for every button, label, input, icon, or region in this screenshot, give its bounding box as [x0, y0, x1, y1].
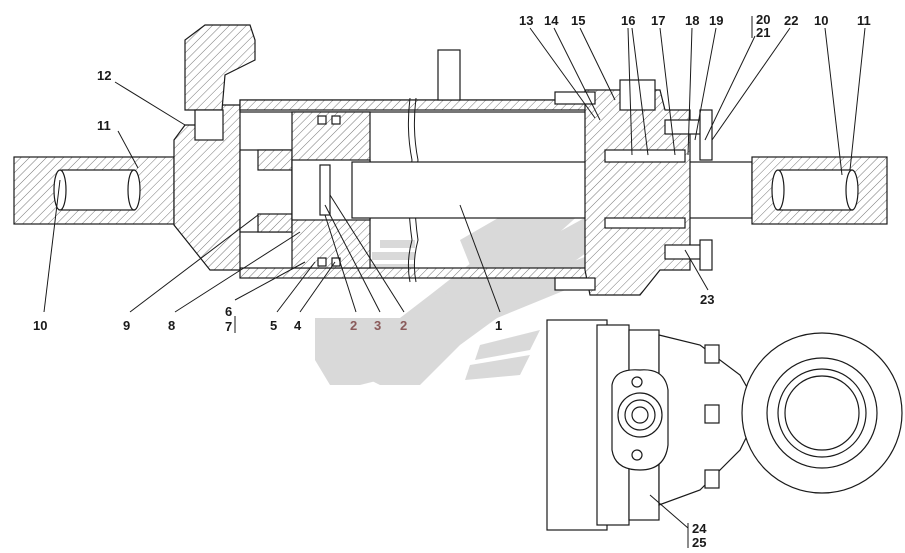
callout-12: 12	[97, 68, 111, 83]
callout-7: 7	[225, 319, 232, 334]
callout-18: 18	[685, 13, 699, 28]
callout-24: 24	[692, 521, 707, 536]
callout-3: 3	[374, 318, 381, 333]
tube-lug	[437, 49, 461, 101]
callout-11-left: 11	[97, 118, 111, 133]
cylinder-assembly	[13, 24, 888, 296]
callout-19: 19	[709, 13, 723, 28]
callout-20: 20	[756, 12, 770, 27]
tube-bottom-wall	[239, 267, 611, 279]
callout-14: 14	[544, 13, 559, 28]
callout-2-first: 2	[350, 318, 357, 333]
callout-10-left: 10	[33, 318, 47, 333]
end-view	[546, 319, 903, 531]
callout-8: 8	[168, 318, 175, 333]
callout-23: 23	[700, 292, 714, 307]
callout-4: 4	[294, 318, 302, 333]
callout-11-right: 11	[857, 13, 871, 28]
callout-6: 6	[225, 304, 232, 319]
callout-5: 5	[270, 318, 277, 333]
callout-21: 21	[756, 25, 770, 40]
right-bushing	[779, 169, 853, 211]
callout-10-right: 10	[814, 13, 828, 28]
callout-2-second: 2	[400, 318, 407, 333]
callout-25: 25	[692, 535, 706, 550]
left-bushing	[61, 169, 135, 211]
callout-17: 17	[651, 13, 665, 28]
callout-15: 15	[571, 13, 585, 28]
elbow-fitting	[184, 24, 256, 111]
callout-16: 16	[621, 13, 635, 28]
callout-13: 13	[519, 13, 533, 28]
callout-22: 22	[784, 13, 798, 28]
callout-labels: 12 11 10 9 8 6 7 5 4 2 3 2 1 13 14 15 16…	[33, 12, 871, 550]
callout-1: 1	[495, 318, 502, 333]
piston-rod	[351, 161, 753, 219]
callout-9: 9	[123, 318, 130, 333]
leader-lines	[43, 16, 866, 548]
